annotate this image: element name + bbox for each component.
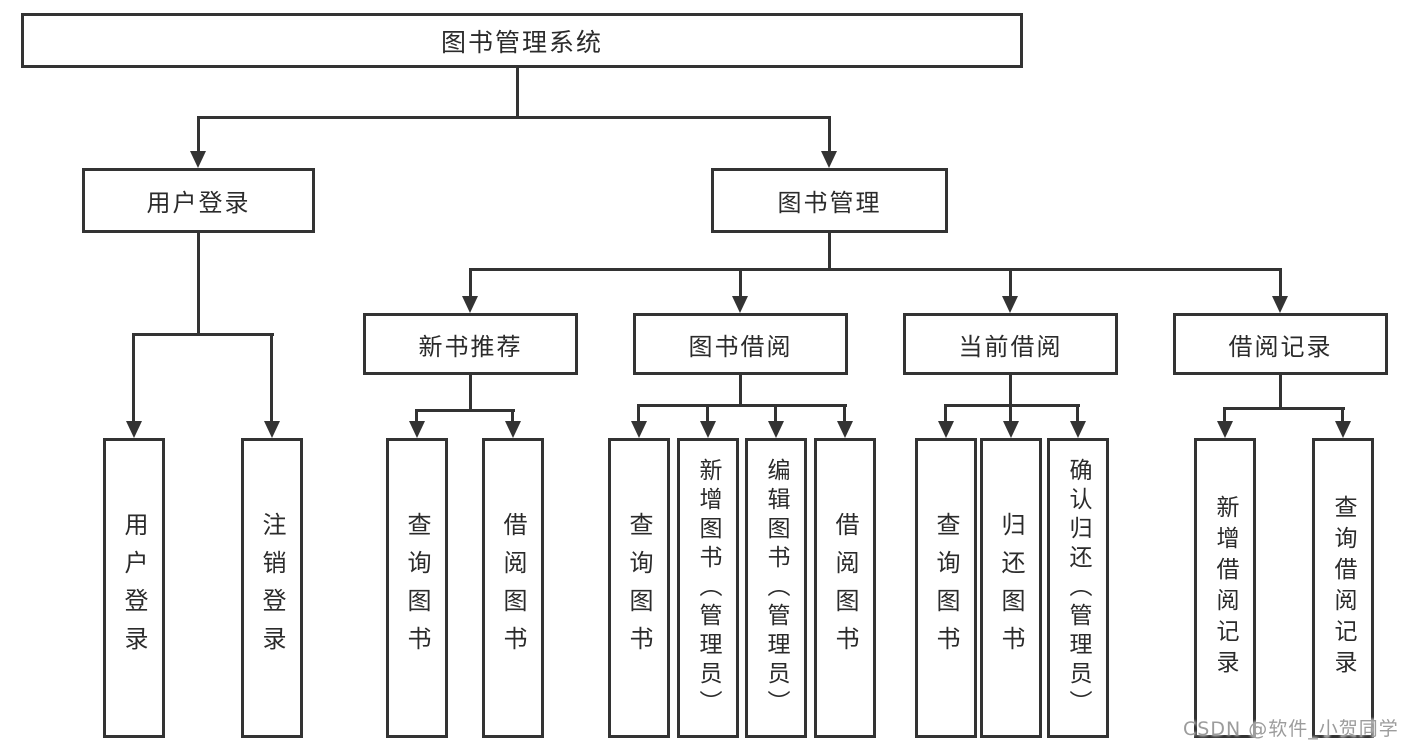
connector bbox=[469, 375, 472, 411]
arrowhead-down bbox=[700, 421, 716, 438]
node-library-management-system: 图书管理系统 bbox=[21, 13, 1023, 68]
connector bbox=[1223, 407, 1226, 421]
arrowhead-down bbox=[938, 421, 954, 438]
arrowhead-down bbox=[126, 421, 142, 438]
connector bbox=[843, 404, 846, 421]
node-user-login: 用户登录 bbox=[82, 168, 315, 233]
arrowhead-down bbox=[1335, 421, 1351, 438]
node-book-borrowing: 图书借阅 bbox=[633, 313, 848, 375]
leaf-edit-book-admin: 编辑图书（管理员） bbox=[745, 438, 807, 738]
node-new-book-recommendation: 新书推荐 bbox=[363, 313, 578, 375]
connector bbox=[132, 333, 274, 336]
connector bbox=[197, 116, 831, 119]
arrowhead-down bbox=[409, 421, 425, 438]
leaf-add-book-admin: 新增图书（管理员） bbox=[677, 438, 739, 738]
connector bbox=[415, 409, 515, 412]
leaf-query-borrow-record: 查询借阅记录 bbox=[1312, 438, 1374, 738]
connector bbox=[1341, 407, 1344, 421]
connector bbox=[1223, 407, 1345, 410]
connector bbox=[197, 116, 200, 152]
connector bbox=[469, 268, 1282, 271]
connector bbox=[828, 116, 831, 152]
connector bbox=[1076, 404, 1079, 421]
arrowhead-down bbox=[190, 151, 206, 168]
connector bbox=[828, 233, 831, 271]
leaf-user-login: 用户登录 bbox=[103, 438, 165, 738]
connector bbox=[774, 404, 777, 421]
leaf-borrow-books-borrow: 借阅图书 bbox=[814, 438, 876, 738]
arrowhead-down bbox=[505, 421, 521, 438]
arrowhead-down bbox=[732, 296, 748, 313]
connector bbox=[739, 375, 742, 406]
arrowhead-down bbox=[1217, 421, 1233, 438]
connector bbox=[739, 268, 742, 296]
node-book-management: 图书管理 bbox=[711, 168, 948, 233]
connector bbox=[1009, 268, 1012, 296]
connector bbox=[1009, 375, 1012, 406]
leaf-confirm-return-admin: 确认归还（管理员） bbox=[1047, 438, 1109, 738]
connector bbox=[197, 233, 200, 336]
leaf-borrow-books-newrec: 借阅图书 bbox=[482, 438, 544, 738]
connector bbox=[1009, 404, 1012, 421]
connector bbox=[132, 333, 135, 421]
arrowhead-down bbox=[1070, 421, 1086, 438]
arrowhead-down bbox=[264, 421, 280, 438]
connector bbox=[637, 404, 640, 421]
arrowhead-down bbox=[1272, 296, 1288, 313]
node-borrowing-records: 借阅记录 bbox=[1173, 313, 1388, 375]
arrowhead-down bbox=[631, 421, 647, 438]
connector bbox=[1279, 268, 1282, 296]
leaf-return-book: 归还图书 bbox=[980, 438, 1042, 738]
arrowhead-down bbox=[821, 151, 837, 168]
connector bbox=[511, 409, 514, 421]
arrowhead-down bbox=[837, 421, 853, 438]
csdn-watermark: CSDN @软件_小贺同学 bbox=[1183, 718, 1399, 740]
leaf-query-books-newrec: 查询图书 bbox=[386, 438, 448, 738]
connector bbox=[469, 268, 472, 296]
arrowhead-down bbox=[1003, 421, 1019, 438]
leaf-query-books-borrow: 查询图书 bbox=[608, 438, 670, 738]
connector bbox=[1279, 375, 1282, 409]
connector bbox=[706, 404, 709, 421]
connector bbox=[516, 68, 519, 118]
connector bbox=[944, 404, 947, 421]
leaf-add-borrow-record: 新增借阅记录 bbox=[1194, 438, 1256, 738]
node-current-borrowing: 当前借阅 bbox=[903, 313, 1118, 375]
arrowhead-down bbox=[462, 296, 478, 313]
leaf-query-books-current: 查询图书 bbox=[915, 438, 977, 738]
arrowhead-down bbox=[1002, 296, 1018, 313]
leaf-logout: 注销登录 bbox=[241, 438, 303, 738]
arrowhead-down bbox=[768, 421, 784, 438]
connector bbox=[415, 409, 418, 421]
connector bbox=[270, 333, 273, 421]
connector bbox=[944, 404, 1080, 407]
connector bbox=[637, 404, 847, 407]
